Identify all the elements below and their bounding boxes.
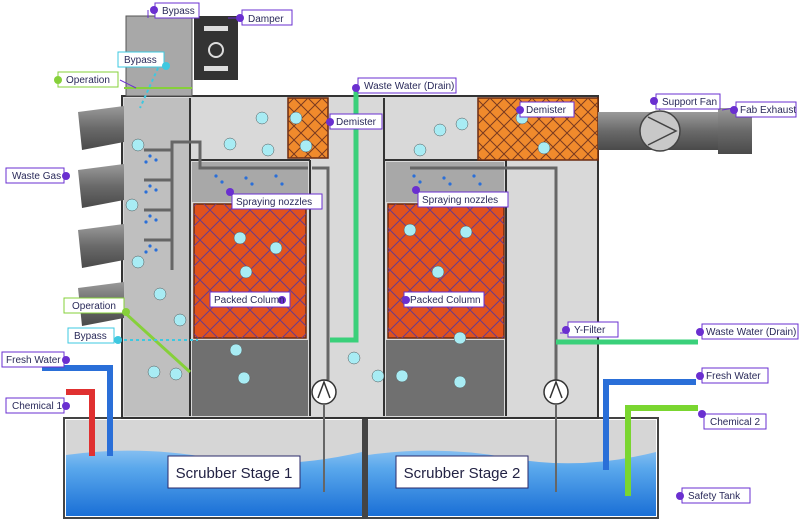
fresh-water-pipe-left: [42, 365, 113, 456]
label-bypass-bottom: Bypass: [67, 327, 122, 344]
svg-text:Spraying nozzles: Spraying nozzles: [422, 195, 498, 206]
svg-text:Waste Water (Drain): Waste Water (Drain): [364, 81, 454, 92]
svg-text:Fab Exhaust: Fab Exhaust: [740, 105, 796, 116]
svg-text:Waste Water (Drain): Waste Water (Drain): [706, 327, 796, 338]
svg-text:Fresh Water: Fresh Water: [706, 371, 761, 382]
svg-text:Operation: Operation: [66, 75, 110, 86]
svg-text:Operation: Operation: [72, 301, 116, 312]
label-operation-top: Operation: [54, 71, 119, 88]
svg-text:Bypass: Bypass: [124, 55, 157, 66]
chemical-2-pipe: [625, 405, 698, 496]
svg-text:Packed Column: Packed Column: [214, 295, 285, 306]
svg-text:Demister: Demister: [526, 105, 567, 116]
waste-gas-inlet-pipes: [78, 106, 124, 326]
label-packed-column-2: Packed Column: [402, 291, 485, 308]
label-fab-exhaust: Fab Exhaust: [730, 101, 797, 118]
label-demister-2: Demister: [516, 101, 575, 118]
label-chemical-1: Chemical 1: [5, 397, 70, 414]
svg-text:Y-Filter: Y-Filter: [574, 325, 606, 336]
label-waste-water-drain-right: Waste Water (Drain): [696, 323, 799, 340]
label-waste-water-drain-top: Waste Water (Drain): [352, 77, 457, 94]
chemical-1-pipe: [66, 389, 95, 456]
svg-text:Bypass: Bypass: [74, 331, 107, 342]
label-spraying-nozzles-1: Spraying nozzles: [226, 188, 323, 210]
label-waste-gas: Waste Gas: [5, 167, 70, 184]
scrubber-stage-1-label: Scrubber Stage 1: [167, 455, 301, 489]
label-demister-1: Demister: [326, 113, 383, 130]
stage-1-spray-pipe: [198, 162, 330, 380]
support-fan-icon: [639, 110, 681, 152]
label-chemical-2: Chemical 2: [698, 410, 767, 430]
svg-text:Scrubber Stage 2: Scrubber Stage 2: [404, 465, 521, 482]
svg-text:Demister: Demister: [336, 117, 377, 128]
label-bypass-inner-top: Bypass: [117, 51, 170, 70]
label-spraying-nozzles-2: Spraying nozzles: [412, 186, 509, 208]
fresh-water-pipe-right: [603, 379, 696, 470]
scrubber-stage-2-label: Scrubber Stage 2: [395, 455, 529, 489]
stage-2-spray-pipe: [410, 166, 558, 380]
svg-text:Damper: Damper: [248, 14, 284, 25]
label-packed-column-1: Packed Column: [209, 291, 291, 308]
svg-text:Spraying nozzles: Spraying nozzles: [236, 197, 312, 208]
pump-1-icon: [311, 379, 337, 492]
inlet-spray-pipe: [144, 140, 202, 270]
label-support-fan: Support Fan: [650, 93, 721, 110]
svg-text:Safety Tank: Safety Tank: [688, 491, 741, 502]
label-damper: Damper: [236, 9, 293, 26]
svg-text:Support Fan: Support Fan: [662, 97, 717, 108]
svg-text:Scrubber Stage 1: Scrubber Stage 1: [176, 465, 293, 482]
svg-text:Packed Column: Packed Column: [410, 295, 481, 306]
label-fresh-water-right: Fresh Water: [696, 367, 769, 384]
spray-droplets: [144, 154, 482, 254]
stage-1-drain-pipe: [330, 90, 359, 343]
svg-text:Waste Gas: Waste Gas: [12, 171, 61, 182]
svg-text:Chemical 1: Chemical 1: [12, 401, 62, 412]
label-operation-bottom: Operation: [63, 297, 130, 316]
svg-text:Fresh Water: Fresh Water: [6, 355, 61, 366]
label-fresh-water-left: Fresh Water: [1, 351, 70, 368]
svg-text:Chemical 2: Chemical 2: [710, 417, 760, 428]
safety-tank: [63, 417, 659, 519]
gas-flow-bubbles: [125, 111, 551, 389]
pump-2-icon: [543, 379, 569, 492]
label-y-filter: Y-Filter: [562, 321, 619, 338]
svg-text:Bypass: Bypass: [162, 6, 195, 17]
label-bypass-top: Bypass: [150, 2, 200, 19]
damper-icon: [194, 16, 238, 80]
label-safety-tank: Safety Tank: [676, 487, 751, 504]
